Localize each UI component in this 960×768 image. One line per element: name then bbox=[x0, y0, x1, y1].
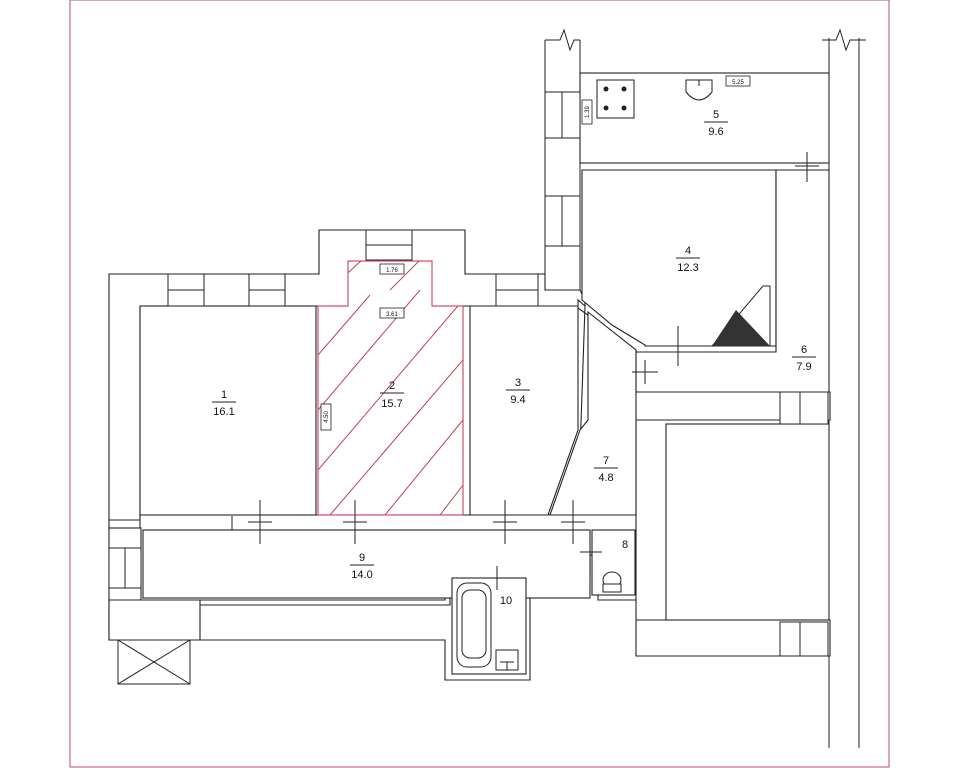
dim-room2-depth: 4.50 bbox=[320, 403, 332, 431]
room-1-area: 16.1 bbox=[213, 406, 234, 418]
room-3-number: 3 bbox=[515, 377, 521, 389]
room-9-area: 14.0 bbox=[351, 569, 372, 581]
dim-room5-depth: 1.39 bbox=[581, 99, 593, 125]
stove-icon bbox=[596, 79, 635, 119]
room-5-label: 5 9.6 bbox=[704, 109, 728, 138]
room-2-area: 15.7 bbox=[381, 398, 402, 410]
door-marks bbox=[231, 152, 819, 590]
vent-shaft bbox=[117, 639, 191, 685]
stair-shaft bbox=[710, 285, 771, 347]
room-7 bbox=[549, 310, 637, 516]
room-9-label: 9 14.0 bbox=[350, 552, 374, 581]
page-frame bbox=[69, 0, 890, 768]
room-4-label: 4 12.3 bbox=[676, 245, 700, 274]
room-8-label: 8 bbox=[622, 539, 628, 551]
room-2-number: 2 bbox=[389, 380, 395, 392]
room-2-hatching bbox=[318, 261, 463, 515]
dim-room5-width: 5.25 bbox=[725, 75, 751, 87]
room-6-number: 6 bbox=[801, 344, 807, 356]
sink-icon bbox=[685, 79, 713, 101]
room-9-number: 9 bbox=[359, 552, 365, 564]
room-5-area: 9.6 bbox=[708, 126, 723, 138]
toilet-icon bbox=[495, 649, 519, 671]
room-3-label: 3 9.4 bbox=[506, 377, 530, 406]
room-1-label: 1 16.1 bbox=[212, 389, 236, 418]
room-1 bbox=[139, 305, 317, 516]
room-1-number: 1 bbox=[221, 389, 227, 401]
windows bbox=[108, 91, 829, 657]
dim-room2-top: 1.76 bbox=[379, 263, 405, 275]
neighbor-block bbox=[665, 423, 830, 621]
room-6-area: 7.9 bbox=[796, 361, 811, 373]
room-10-number: 10 bbox=[500, 595, 512, 607]
dim-room5-depth-text: 1.39 bbox=[585, 106, 591, 118]
room-8-number: 8 bbox=[622, 539, 628, 551]
dim-room5-width-text: 5.25 bbox=[732, 80, 744, 86]
room-3 bbox=[469, 305, 579, 516]
room-4-area: 12.3 bbox=[677, 262, 698, 274]
dim-room2-top-text: 1.76 bbox=[386, 268, 398, 274]
room-7-area: 4.8 bbox=[598, 472, 613, 484]
dim-room2-width: 3.61 bbox=[379, 307, 405, 319]
bathtub-icon bbox=[456, 582, 492, 668]
room-10-label: 10 bbox=[500, 595, 512, 607]
room-4-number: 4 bbox=[685, 245, 691, 257]
toilet-room8-icon bbox=[602, 571, 622, 593]
central-wall-strip bbox=[544, 28, 581, 290]
room-7-number: 7 bbox=[603, 455, 609, 467]
room-6-label: 6 7.9 bbox=[792, 344, 816, 373]
dim-room2-depth-text: 4.50 bbox=[324, 411, 330, 423]
room-7-label: 7 4.8 bbox=[594, 455, 618, 484]
dim-room2-width-text: 3.61 bbox=[386, 312, 398, 318]
room-2-label: 2 15.7 bbox=[380, 380, 404, 410]
room-5-number: 5 bbox=[713, 109, 719, 121]
room-2 bbox=[317, 260, 464, 516]
room-3-area: 9.4 bbox=[510, 394, 525, 406]
